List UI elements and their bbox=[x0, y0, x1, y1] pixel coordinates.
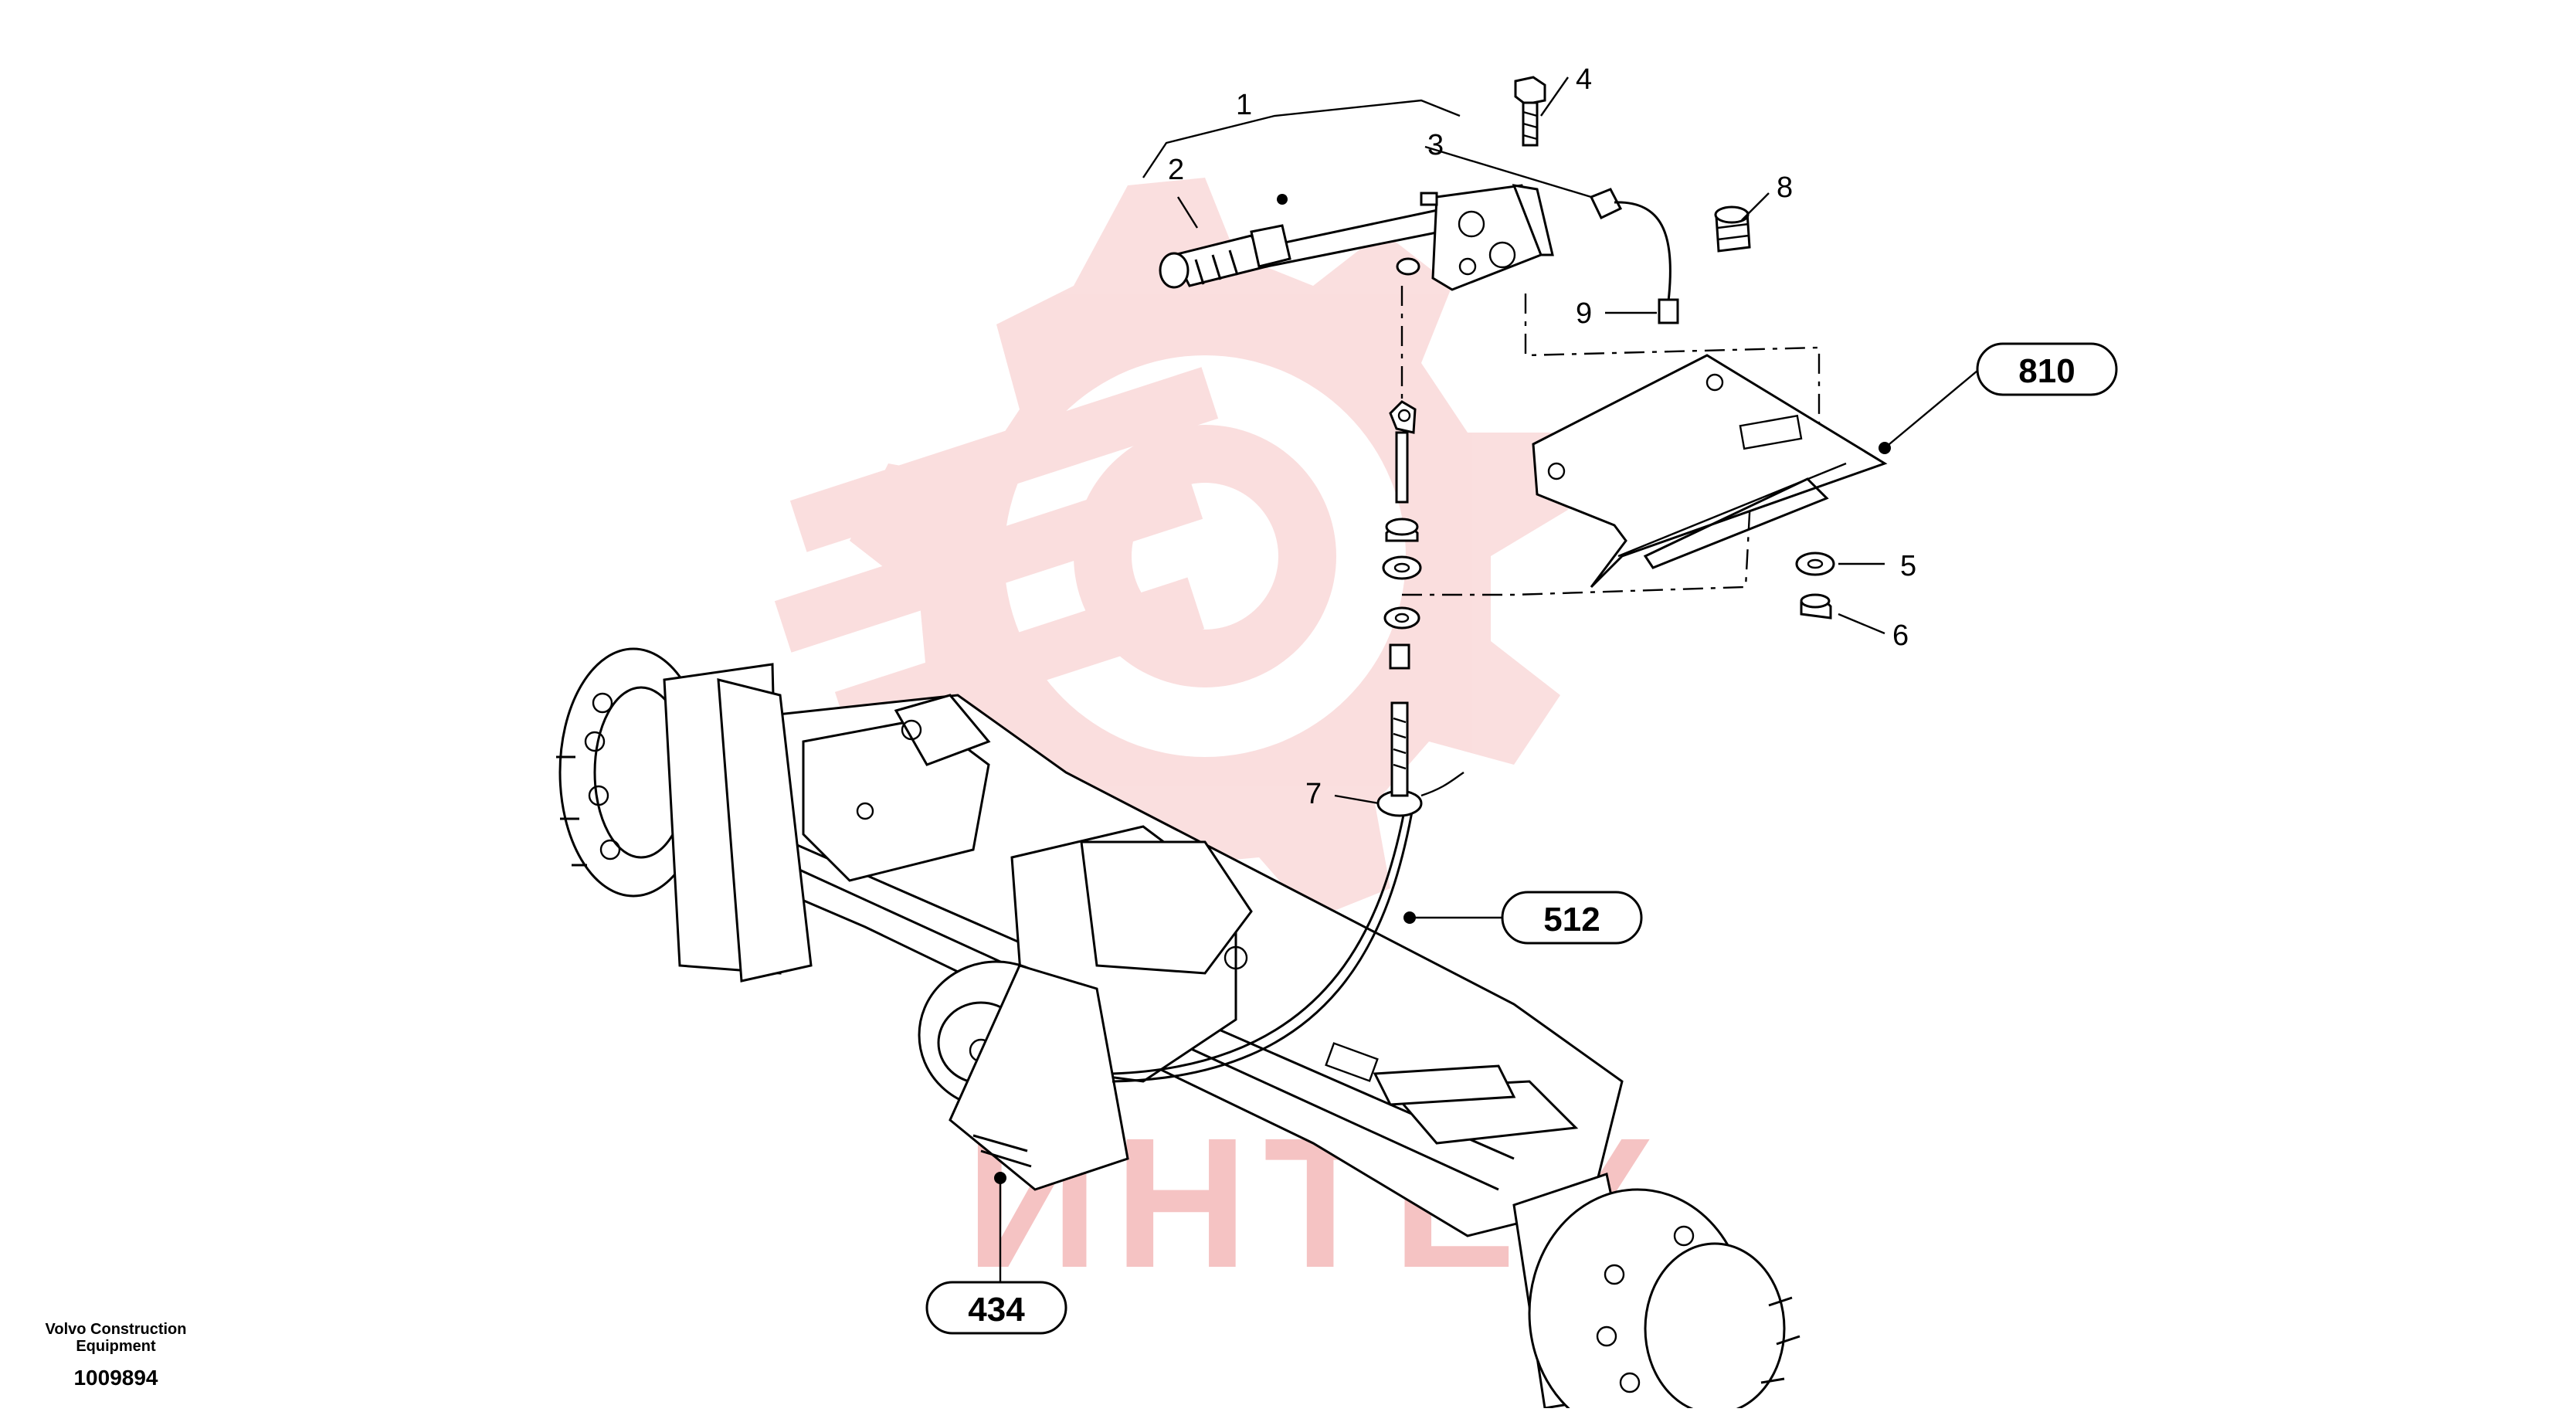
leader-lines bbox=[994, 76, 1978, 1282]
manufacturer-label: Volvo Construction Equipment bbox=[45, 1321, 187, 1355]
brake-drum bbox=[918, 960, 1129, 1191]
reference-810-label: 810 bbox=[2018, 352, 2075, 390]
document-number: 1009894 bbox=[73, 1366, 158, 1390]
bolt bbox=[1514, 76, 1546, 147]
callout-4: 4 bbox=[1576, 63, 1592, 96]
callout-8: 8 bbox=[1777, 171, 1793, 204]
nut bbox=[1800, 593, 1832, 619]
reference-512-label: 512 bbox=[1543, 901, 1600, 939]
brake-cable bbox=[1112, 643, 1464, 1083]
callout-9: 9 bbox=[1576, 297, 1592, 330]
parking-brake-lever bbox=[1159, 184, 1554, 291]
callout-3: 3 bbox=[1427, 129, 1444, 161]
reference-434-label: 434 bbox=[968, 1291, 1025, 1329]
callout-2: 2 bbox=[1168, 154, 1184, 186]
callout-1: 1 bbox=[1236, 89, 1252, 121]
mounting-plate bbox=[1532, 354, 1888, 589]
callout-7: 7 bbox=[1305, 778, 1322, 810]
reference-512: 512 bbox=[1501, 891, 1643, 945]
callout-6: 6 bbox=[1892, 619, 1909, 652]
right-wheel-hub bbox=[1512, 1173, 1800, 1412]
reference-434: 434 bbox=[925, 1281, 1067, 1335]
cable-hardware bbox=[1382, 518, 1422, 630]
grommet bbox=[1714, 205, 1751, 253]
cable-clevis bbox=[1389, 400, 1417, 504]
reference-810: 810 bbox=[1976, 342, 2118, 396]
footer: Volvo Construction Equipment 1009894 bbox=[31, 1321, 201, 1390]
washer bbox=[1795, 552, 1835, 576]
axle-assembly bbox=[556, 647, 1800, 1412]
brake-switch bbox=[1589, 188, 1679, 324]
callout-5: 5 bbox=[1900, 550, 1916, 582]
